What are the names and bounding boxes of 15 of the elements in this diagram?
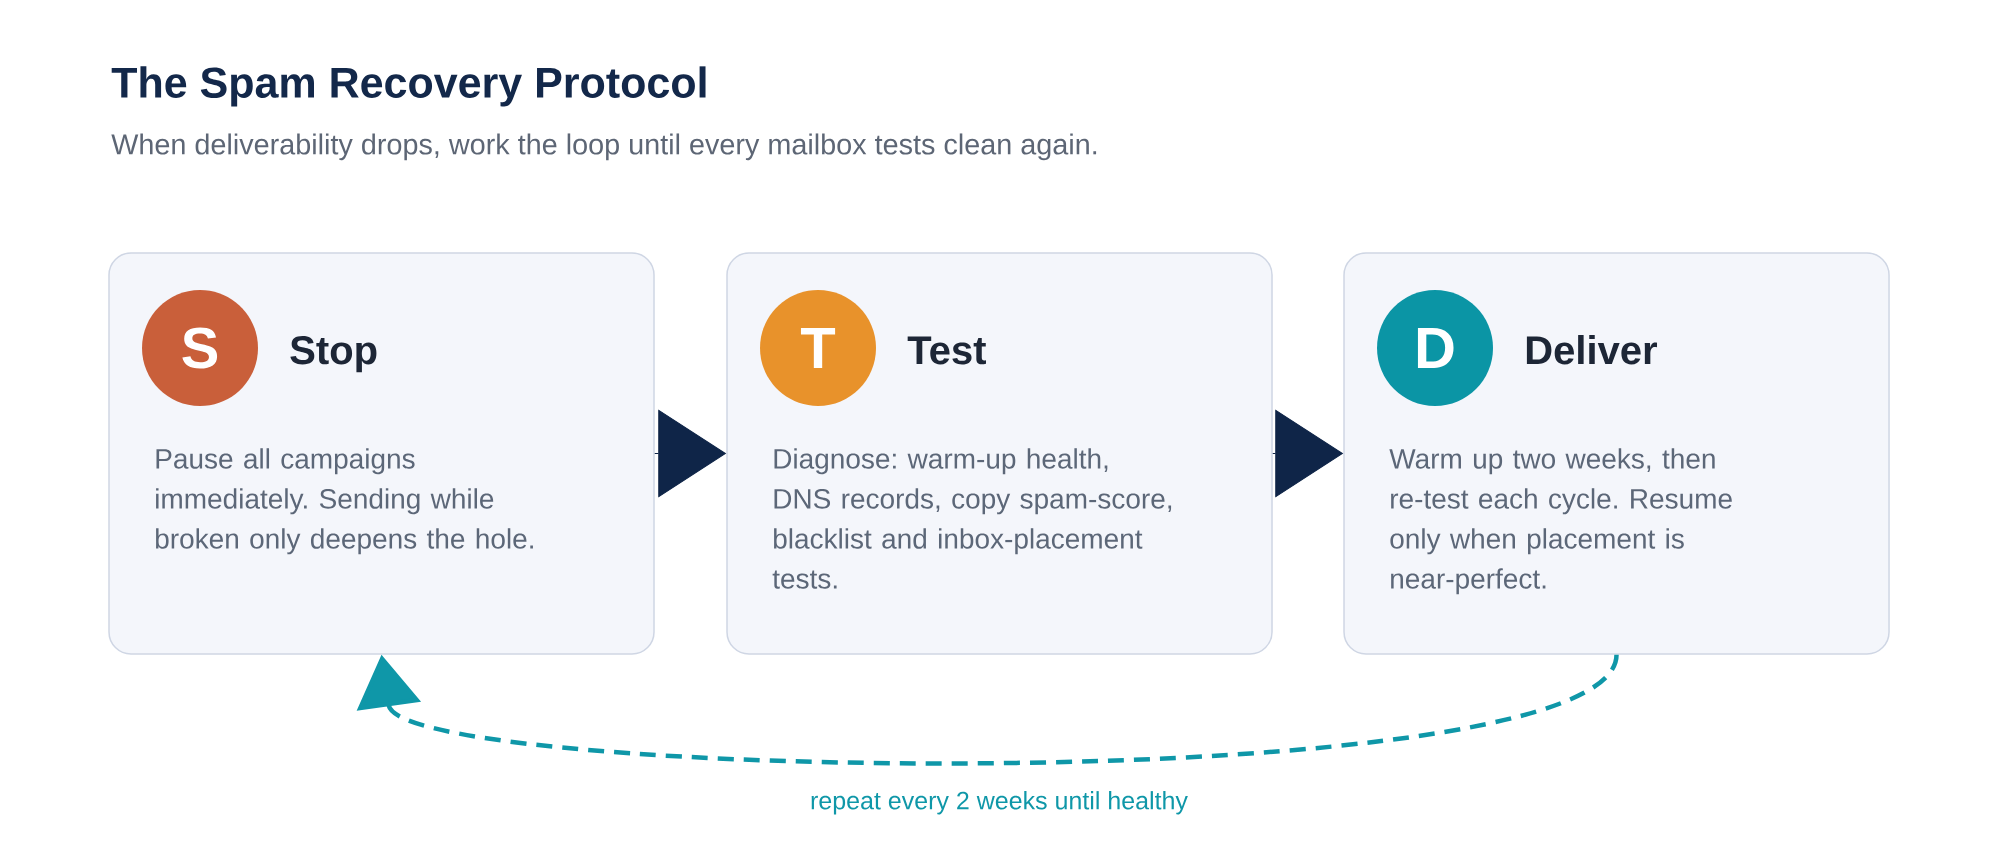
letter-badge: S: [142, 290, 258, 406]
letter-badge: D: [1377, 290, 1493, 406]
edge-label: repeat every 2 weeks until healthy: [811, 791, 1188, 815]
loop-arrow: [356, 653, 1619, 766]
arrow: [654, 409, 726, 498]
step-description: Diagnose: warm-up health, DNS records, copy spam-score, blacklist and inbox-placement tests.: [772, 448, 1172, 589]
subtitle: When deliverability drops, work the loop until every mailbox tests clean again.: [111, 133, 1097, 161]
title: The Spam Recovery Protocol: [111, 66, 706, 107]
letter-badge: T: [760, 290, 876, 406]
step-title: Stop: [290, 336, 377, 373]
step-description: Pause all campaigns immediately. Sending while broken only deepens the hole.: [156, 448, 533, 555]
step-description: Warm up two weeks, then re-test each cycle. Resume only when placement is near-perfect.: [1389, 448, 1732, 595]
step-title: Test: [907, 336, 986, 365]
arrow: [1272, 409, 1343, 498]
step-title: Deliver: [1526, 335, 1657, 365]
